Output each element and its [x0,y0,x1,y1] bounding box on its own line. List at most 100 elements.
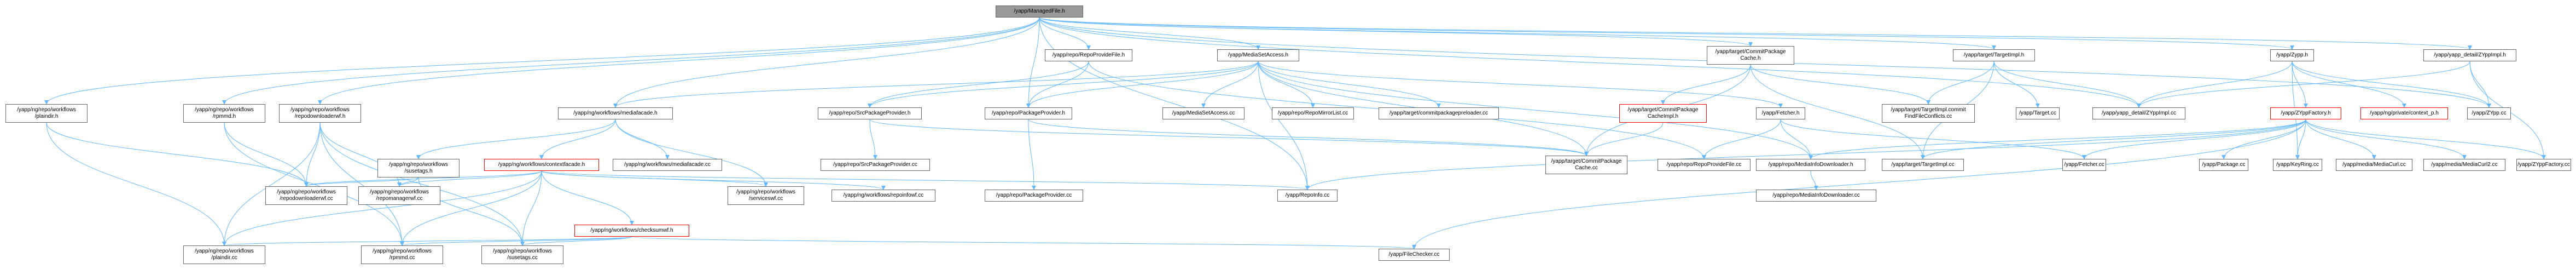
graph-node-repoinfo-cc[interactable]: /yapp/RepoInfo.cc [1277,190,1338,202]
edge-rpmmd-h-to-rpmmd-cc [224,122,404,246]
graph-node-contextfacade-h[interactable]: /yapp/ng/workflows/contextfacade.h [484,159,599,171]
edge-commitpkgcache-h-to-commitpkgcacheimpl-h [1661,64,1751,105]
graph-node-repomirrorlist-cc[interactable]: /yapp/repo/RepoMirrorList.cc [1272,107,1354,119]
graph-node-root: /yapp/ManagedFile.h [996,5,1083,18]
edge-mediasetaccess-h-to-fetcher-h [1258,61,1783,108]
graph-node-zyppp-h[interactable]: /yapp/Zypp.h [2270,49,2314,61]
edge-zyppp-h-to-context-p-h [2292,61,2406,108]
graph-node-pkgprov-cc[interactable]: /yapp/repo/PackageProvider.cc [985,190,1083,202]
edge-root-to-targetimpl-h [1039,17,1996,50]
edge-mediafacade-h-to-contextfacade-h [539,119,616,159]
edge-contextfacade-h-to-plaindir-cc [222,170,542,246]
edge-zyppfactory-h-to-fetcher-cc [2082,119,2306,159]
edge-root-to-repodownloader-h [318,17,1040,105]
edge-mediasetaccess-h-to-repoinfo-cc [1258,61,1310,190]
graph-node-fetcher-h[interactable]: /yapp/Fetcher.h [1756,107,1805,119]
graph-node-repoprovide-h[interactable]: /yapp/repo/RepoProvideFile.h [1045,49,1132,61]
edge-srcpkgprov-h-to-commitpkgcache-cc [869,119,1589,156]
graph-node-targetimpl-commit-cc[interactable]: /yapp/target/TargetImpl.commit FindFileC… [1882,104,1975,123]
edge-repodownloader-h-to-plaindir-cc [222,122,321,246]
edge-repodownloader-h-to-rpmmd-cc [319,122,404,246]
edge-zyppp-h-to-zyppimpl-cc [2137,61,2293,108]
edge-mediainfodl-h-to-mediainfodl-cc [1810,170,1818,190]
edge-targetimpl-h-to-targetimpl-commit-cc [1926,61,1994,105]
graph-node-repodownloader-h[interactable]: /yapp/ng/repo/workflows /repodownloaderw… [279,104,361,123]
graph-node-mediasetaccess-cc[interactable]: /yapp/MediaSetAccess.cc [1162,107,1245,119]
graph-node-susetags-wf-h[interactable]: /yapp/ng/repo/workflows /susetags.h [377,159,460,178]
graph-node-checksumwf-h[interactable]: /yapp/ng/workflows/checksumwf.h [574,225,689,237]
graph-node-commitpkgpreloader-cc[interactable]: /yapp/target/commitpackagepreloader.cc [1379,107,1499,119]
edge-mediasetaccess-h-to-repomirrorlist-cc [1258,61,1315,108]
graph-node-zyppimpl-h[interactable]: /yapp/yapp_detail/ZYppImpl.h [2423,49,2516,61]
edge-repodownloader-h-to-repodownloader-cc [304,122,321,187]
graph-node-zyppimpl-cc[interactable]: /yapp/yapp_detail/ZYppImpl.cc [2092,107,2185,119]
graph-node-plaindir-cc[interactable]: /yapp/ng/repo/workflows /plaindir.cc [183,245,265,264]
graph-node-serviceswf-cc[interactable]: /yapp/ng/repo/workflows /serviceswf.cc [728,186,804,205]
edge-mediafacade-h-to-serviceswf-cc [615,119,768,187]
graph-node-commitpkgcacheimpl-h[interactable]: /yapp/target/CommitPackage CacheImpl.h [1619,104,1707,123]
graph-node-rpmmd-h[interactable]: /yapp/ng/repo/workflows /rpmmd.h [183,104,265,123]
graph-node-mediainfodl-cc[interactable]: /yapp/repo/MediaInfoDownloader.cc [1756,190,1876,202]
graph-node-zyppfactory-h[interactable]: /yapp/ZYppFactory.h [2270,107,2341,119]
graph-node-package-cc[interactable]: /yapp/Package.cc [2199,159,2248,171]
edge-contextfacade-h-to-rpmmd-cc [400,170,542,246]
edge-fetcher-h-to-repoprovide-cc [1702,119,1781,159]
graph-node-zyppfactory-cc[interactable]: /yapp/ZYppFactory.cc [2516,159,2571,171]
graph-node-mediafacade-h[interactable]: /yapp/ng/workflows/mediafacade.h [558,107,673,119]
edge-mediasetaccess-h-to-commitpkgpreloader-cc [1258,61,1441,108]
edge-fetcher-h-to-mediainfodl-h [1780,119,1813,159]
graph-node-mediainfodl-h[interactable]: /yapp/repo/MediaInfoDownloader.h [1756,159,1865,171]
edge-fetcher-h-to-fetcher-cc [1780,119,2086,159]
graph-node-repoprovide-cc[interactable]: /yapp/repo/RepoProvideFile.cc [1658,159,1751,171]
graph-node-pkgprov-h[interactable]: /yapp/repo/PackageProvider.h [985,107,1072,119]
graph-node-mediacurl-cc[interactable]: /yapp/media/MediaCurl.cc [2336,159,2412,171]
graph-node-filechecker-cc[interactable]: /yapp/FileChecker.cc [1379,249,1450,261]
graph-node-targetimpl-cc[interactable]: /yapp/target/TargetImpl.cc [1882,159,1964,171]
edge-susetags-wf-h-to-repodownloader-cc [304,177,419,187]
graph-node-zypp-cc[interactable]: /yapp/ZYpp.cc [2467,107,2511,119]
graph-node-fetcher-cc[interactable]: /yapp/Fetcher.cc [2062,159,2106,171]
graph-node-srcpkgprov-cc[interactable]: /yapp/repo/SrcPackageProvider.cc [821,159,930,171]
edge-zyppp-h-to-zypp-cc [2292,61,2491,108]
edge-contextfacade-h-to-susetags-cc [520,170,542,246]
edge-pkgprov-h-to-commitpkgcache-cc [1028,119,1589,156]
edge-contextfacade-h-to-checksumwf-h [541,170,634,225]
edge-root-to-mediasetaccess-h [1039,17,1260,50]
edge-contextfacade-h-to-serviceswf-cc [541,170,768,187]
edge-checksumwf-h-to-susetags-cc [520,236,632,246]
edge-targetimpl-h-to-zyppimpl-cc [1993,61,2141,108]
graph-node-commitpkgcache-cc[interactable]: /yapp/target/CommitPackage Cache.cc [1545,156,1627,174]
edge-repoprovide-h-to-srcpkgprov-h [868,61,1089,108]
edge-zyppfactory-h-to-repoinfo-cc [1305,119,2306,190]
edge-rpmmd-h-to-repodownloader-cc [224,122,309,187]
graph-node-mediacurl2-cc[interactable]: /yapp/media/MediaCurl2.cc [2423,159,2505,171]
graph-node-mediafacade-cc[interactable]: /yapp/ng/workflows/mediafacade.cc [613,159,722,171]
graph-node-mediasetaccess-h[interactable]: /yapp/MediaSetAccess.h [1217,49,1299,61]
graph-node-rpmmd-cc[interactable]: /yapp/ng/repo/workflows /rpmmd.cc [361,245,443,264]
graph-node-context-p-h[interactable]: /yapp/ng/private/context_p.h [2360,107,2448,119]
edge-root-to-rpmmd-h [222,17,1040,105]
graph-node-targetimpl-h[interactable]: /yapp/target/TargetImpl.h [1953,49,2035,61]
edge-mediasetaccess-h-to-mediasetaccess-cc [1201,61,1259,108]
graph-node-target-cc[interactable]: /yapp/Target.cc [2016,107,2060,119]
edge-root-to-mediafacade-h [613,17,1040,108]
edge-zyppp-h-to-zyppfactory-h [2292,61,2308,108]
graph-node-repomanager-cc[interactable]: /yapp/ng/repo/workflows /repomanagerwf.c… [358,186,440,205]
graph-node-commitpkgcache-h[interactable]: /yapp/target/CommitPackage Cache.h [1707,46,1794,65]
edge-mediasetaccess-h-to-mediainfodl-h [1258,61,1813,159]
edge-root-to-repoprovide-h [1039,17,1091,50]
graph-node-repoinfowf-cc[interactable]: /yapp/ng/workflows/repoinfowf.cc [831,190,935,202]
edge-zyppfactory-h-to-mediacurl-cc [2305,119,2376,159]
graph-node-repodownloader-cc[interactable]: /yapp/ng/repo/workflows /repodownloaderw… [265,186,347,205]
edge-checksumwf-h-to-rpmmd-cc [400,236,632,246]
graph-node-keyring-cc[interactable]: /yapp/KeyRing.cc [2273,159,2322,171]
graph-node-srcpkgprov-h[interactable]: /yapp/repo/SrcPackageProvider.h [818,107,922,119]
edge-srcpkgprov-h-to-srcpkgprov-cc [869,119,877,159]
edge-repoprovide-h-to-pkgprov-h [1026,61,1089,108]
edge-root-to-zyppp-h [1039,17,2294,50]
edge-zyppimpl-h-to-zyppimpl-cc [2137,61,2470,108]
edge-zyppfactory-h-to-filechecker-cc [1412,119,2306,249]
graph-node-plaindir-h[interactable]: /yapp/ng/repo/workflows /plaindir.h [5,104,88,123]
graph-node-susetags-cc[interactable]: /yapp/ng/repo/workflows /susetags.cc [481,245,563,264]
